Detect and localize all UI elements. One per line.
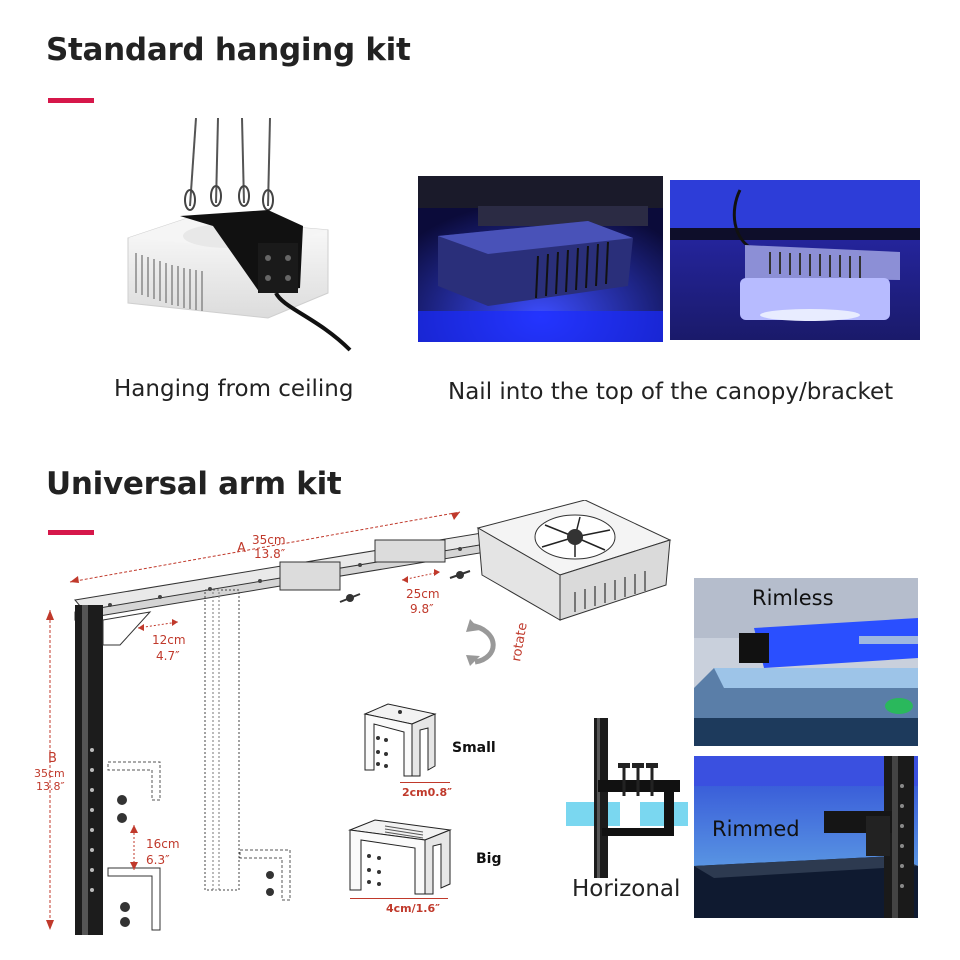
caption-hanging-ceiling: Hanging from ceiling: [114, 376, 354, 402]
big-bracket-label: Big: [476, 851, 502, 867]
caption-canopy: Nail into the top of the canopy/bracket: [448, 379, 894, 405]
small-bracket-label: Small: [452, 740, 496, 756]
dim-12-cm: 12cm: [152, 633, 186, 647]
dim-25-cm: 25cm: [406, 587, 440, 601]
rimless-label: Rimless: [752, 586, 834, 610]
rotate-label: rotate: [509, 622, 531, 663]
dim-b-in: 13.8″: [36, 780, 65, 793]
dim-b-label: B: [48, 751, 57, 766]
dim-25-in: 9.8″: [410, 602, 434, 616]
rimmed-photo: [694, 756, 918, 918]
light-fixture-icon: [127, 118, 352, 352]
horizontal-label: Horizonal: [572, 876, 681, 902]
horizontal-clamp-image: [560, 710, 690, 880]
canopy-photo-2: [670, 180, 920, 340]
dim-12-in: 4.7″: [156, 649, 180, 663]
rimmed-label: Rimmed: [712, 817, 800, 841]
dim-16-in: 6.3″: [146, 853, 170, 867]
rimless-photo: [694, 578, 918, 746]
dim-a-label: A: [237, 541, 246, 556]
big-bracket-dim: 4cm/1.6″: [386, 902, 441, 915]
dim-b-cm: 35cm: [34, 767, 65, 780]
arm-kit-diagram: A 35cm 13.8″ B 35cm 13.8″ 12cm 4.7″ 25cm…: [30, 499, 680, 950]
section-title-hanging: Standard hanging kit: [46, 32, 411, 68]
accent-bar-hanging: [48, 98, 94, 103]
dim-16-cm: 16cm: [146, 837, 180, 851]
big-bracket-image: [345, 818, 455, 898]
accent-bar-arm: [48, 530, 94, 535]
rotate-arrow-icon: [469, 622, 496, 665]
small-bracket-image: [360, 700, 440, 780]
hanging-fixture-image: [118, 118, 358, 358]
section-title-arm: Universal arm kit: [46, 466, 342, 502]
small-bracket-dim: 2cm0.8″: [402, 786, 453, 799]
small-bracket-dim-line: [400, 782, 450, 783]
big-bracket-dim-line: [350, 898, 448, 899]
clamp-icon: [566, 718, 688, 878]
dim-a-cm: 35cm: [252, 533, 286, 547]
dim-a-in: 13.8″: [254, 547, 286, 561]
canopy-photo-1: [418, 176, 663, 342]
